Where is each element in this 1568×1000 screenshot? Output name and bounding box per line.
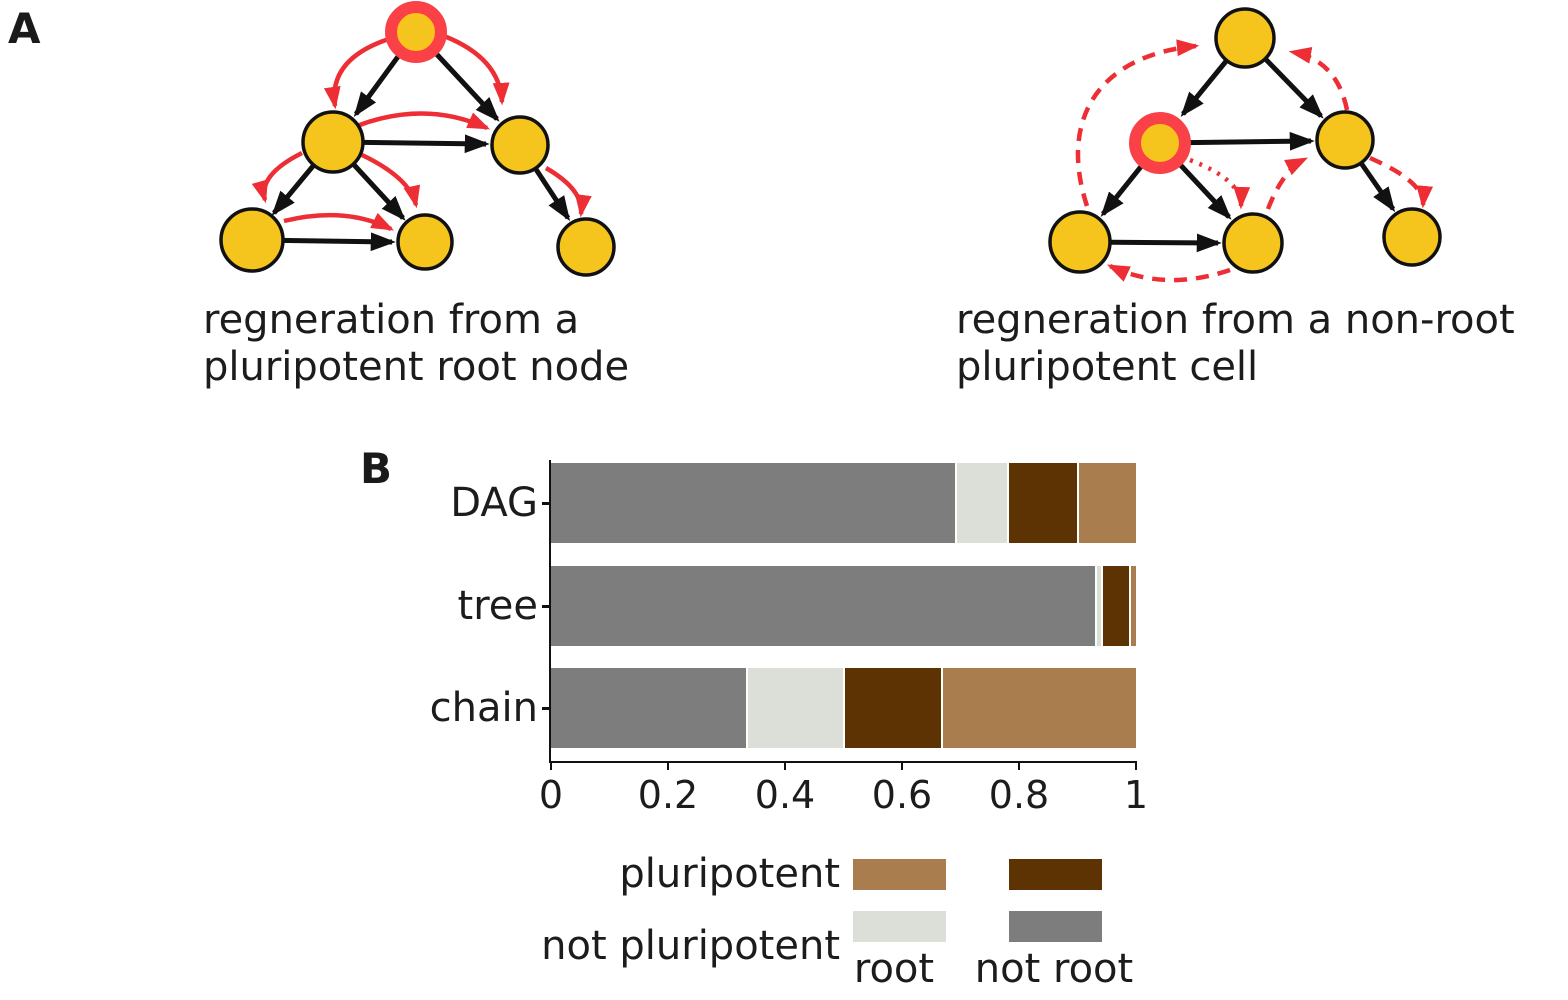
x-tick-mark [901, 761, 903, 770]
bar-segment [1077, 463, 1136, 543]
legend-swatch-pluripotent-not-root [1009, 859, 1102, 890]
x-tick-mark [1135, 761, 1137, 770]
red-edge-midright-top [1288, 47, 1350, 111]
x-tick-label: 0.6 [871, 773, 933, 817]
node-bottomleft-2 [1048, 210, 1112, 274]
panel-b-letter: B [360, 444, 393, 493]
bar-segment [1095, 566, 1101, 646]
right-caption-line1: regneration from a non-root [956, 297, 1515, 343]
node-midright [490, 115, 550, 175]
legend-row-label-0: pluripotent [619, 851, 840, 897]
red-edge-midright-bottomright [1369, 155, 1434, 209]
y-category-label-tree: tree [457, 583, 538, 629]
node-top-2 [1214, 7, 1276, 69]
red-edge-root-midleft [323, 35, 393, 110]
plot-area: 0 0.2 0.4 0.6 0.8 1 [539, 460, 1148, 817]
node-bottomleft [219, 207, 285, 273]
y-category-label-chain: chain [429, 685, 538, 731]
node-bottommiddle-2 [1222, 212, 1284, 274]
right-regeneration-edges [1075, 39, 1434, 283]
y-category-labels: DAG tree chain [390, 460, 538, 761]
x-tick-label: 0 [538, 773, 564, 817]
node-bottommiddle [396, 213, 454, 271]
right-caption-line2: pluripotent cell [956, 344, 1259, 390]
bar-segment [745, 668, 844, 748]
node-bottomright-2 [1382, 207, 1442, 267]
node-bottomright [556, 217, 616, 277]
legend-col-label-root: root [853, 946, 935, 992]
x-tick-label: 1 [1123, 773, 1149, 817]
red-edge-root-midright [443, 33, 510, 106]
left-regeneration-edges [251, 33, 592, 232]
node-midleft-highlighted [1129, 112, 1191, 174]
red-edge-bottomleft-top [1075, 39, 1200, 207]
x-tick-mark [550, 761, 552, 770]
legend-swatch-not-pluripotent-root [853, 911, 946, 942]
bar-segment [843, 668, 942, 748]
x-tick-mark [667, 761, 669, 770]
legend-row-label-1: not pluripotent [541, 923, 840, 969]
legend-col-label-not-root: not root [974, 946, 1134, 992]
bar-segment [551, 668, 746, 748]
x-tick-mark [1018, 761, 1020, 770]
right-diagram-caption: regneration from a non-root pluripotent … [956, 297, 1515, 391]
bar-segment [551, 566, 1096, 646]
legend-swatch-pluripotent-root [853, 859, 946, 890]
red-edge-midleft-bottommiddle [361, 152, 421, 209]
x-tick-label: 0.4 [754, 773, 816, 817]
x-tick-label: 0.8 [988, 773, 1050, 817]
x-tick-mark [784, 761, 786, 770]
red-edge-midleft-bottomleft [251, 150, 304, 204]
left-diagram-nodes [219, 1, 616, 277]
panel-a-diagrams [219, 1, 1442, 283]
y-tick-mark [542, 707, 551, 710]
node-midright-2 [1315, 110, 1375, 170]
bar-segment [1007, 463, 1078, 543]
bar-segment [1128, 566, 1136, 646]
panel-a-letter: A [8, 4, 41, 53]
right-diagram-nodes [1048, 7, 1442, 274]
bar-tree [551, 566, 1136, 646]
node-midleft [301, 110, 365, 174]
node-root-highlighted [385, 1, 447, 63]
bar-segment [1100, 566, 1129, 646]
y-tick-mark [542, 605, 551, 608]
left-caption-line2: pluripotent root node [203, 344, 630, 390]
red-edge-midright-bottomright [544, 166, 592, 218]
red-edge-bottomleft-bottommiddle [283, 212, 395, 232]
bar-segment [551, 463, 955, 543]
bar-segment [954, 463, 1008, 543]
red-edge-midleft-midright [356, 111, 491, 131]
bar-DAG [551, 463, 1136, 543]
bar-segment [941, 668, 1136, 748]
bar-chain [551, 668, 1136, 748]
y-tick-mark [542, 502, 551, 505]
left-diagram-caption: regneration from a pluripotent root node [203, 297, 629, 391]
y-category-label-DAG: DAG [450, 480, 538, 526]
legend-swatch-not-pluripotent-not-root [1009, 911, 1102, 942]
x-tick-label: 0.2 [637, 773, 699, 817]
red-edge-bottommiddle-midright [1265, 156, 1309, 210]
red-edge-bottommiddle-bottomleft [1106, 263, 1231, 283]
left-caption-line1: regneration from a [203, 297, 580, 343]
